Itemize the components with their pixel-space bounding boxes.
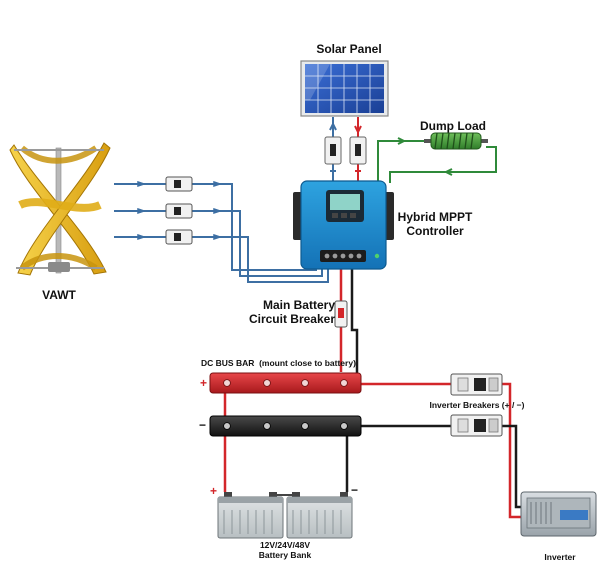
main-breaker-label-line1: Main Battery <box>262 298 335 312</box>
battery-negative-sign: − <box>351 483 359 497</box>
vawt-breaker-2 <box>165 203 193 219</box>
ac-wire-arrows <box>128 180 223 241</box>
vawt-breakers <box>165 176 193 245</box>
vawt-breaker-1 <box>165 176 193 192</box>
vawt-breaker-3 <box>165 229 193 245</box>
battery-positive-sign: + <box>210 484 218 498</box>
inverter-breakers-label: Inverter Breakers (+ / −) <box>429 400 525 410</box>
bus-positive-sign: + <box>200 376 208 390</box>
battery-bank <box>217 492 353 539</box>
solar-panel-label: Solar Panel <box>316 42 382 56</box>
battery-bank-label-line2: Battery Bank <box>258 550 312 560</box>
inverter-wires <box>360 382 521 519</box>
controller-label-line1: Hybrid MPPT <box>397 210 473 224</box>
vawt-label: VAWT <box>42 288 76 302</box>
inverter-label: Inverter <box>544 552 576 562</box>
negative-bus-bar <box>209 415 362 437</box>
battery-bank-label-line1: 12V/24V/48V <box>259 540 311 550</box>
dump-load-label: Dump Load <box>420 119 486 133</box>
dump-load-resistor <box>424 132 488 150</box>
inverter-breaker-negative <box>450 414 503 437</box>
inverter-breaker-positive <box>450 373 503 396</box>
solar-breaker-negative <box>324 136 342 165</box>
battery-wires <box>223 382 349 492</box>
battery-1 <box>217 492 284 539</box>
bus-negative-sign: − <box>199 418 207 432</box>
main-battery-breaker <box>334 300 348 328</box>
positive-bus-bar <box>209 372 362 394</box>
controller-label-line2: Controller <box>406 224 464 238</box>
main-breaker-label-line2: Circuit Breaker <box>248 312 335 326</box>
solar-panel <box>300 60 389 117</box>
dump-load-wires <box>377 137 497 183</box>
vawt-turbine <box>9 142 111 276</box>
battery-2 <box>286 492 353 539</box>
dc-bus-bar-label: DC BUS BAR (mount close to battery) <box>201 358 356 368</box>
solar-breaker-positive <box>349 136 367 165</box>
hybrid-mppt-controller <box>293 180 394 270</box>
inverter <box>520 491 597 537</box>
